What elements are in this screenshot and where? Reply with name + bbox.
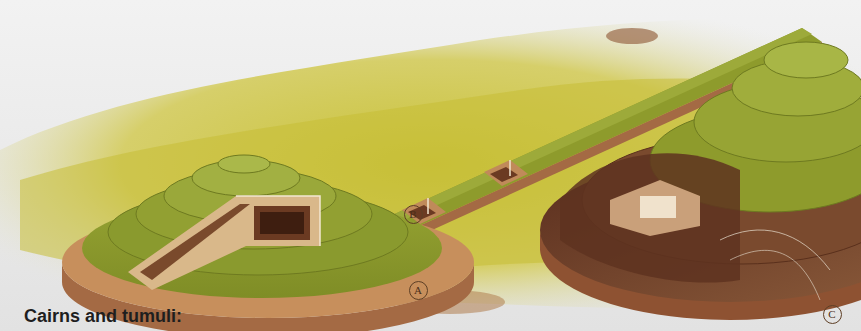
callout-letter: C xyxy=(823,305,842,324)
callout-letter: A xyxy=(409,281,428,300)
callout-letter: B xyxy=(404,205,423,224)
heading: Cairns and tumuli: xyxy=(24,306,182,327)
